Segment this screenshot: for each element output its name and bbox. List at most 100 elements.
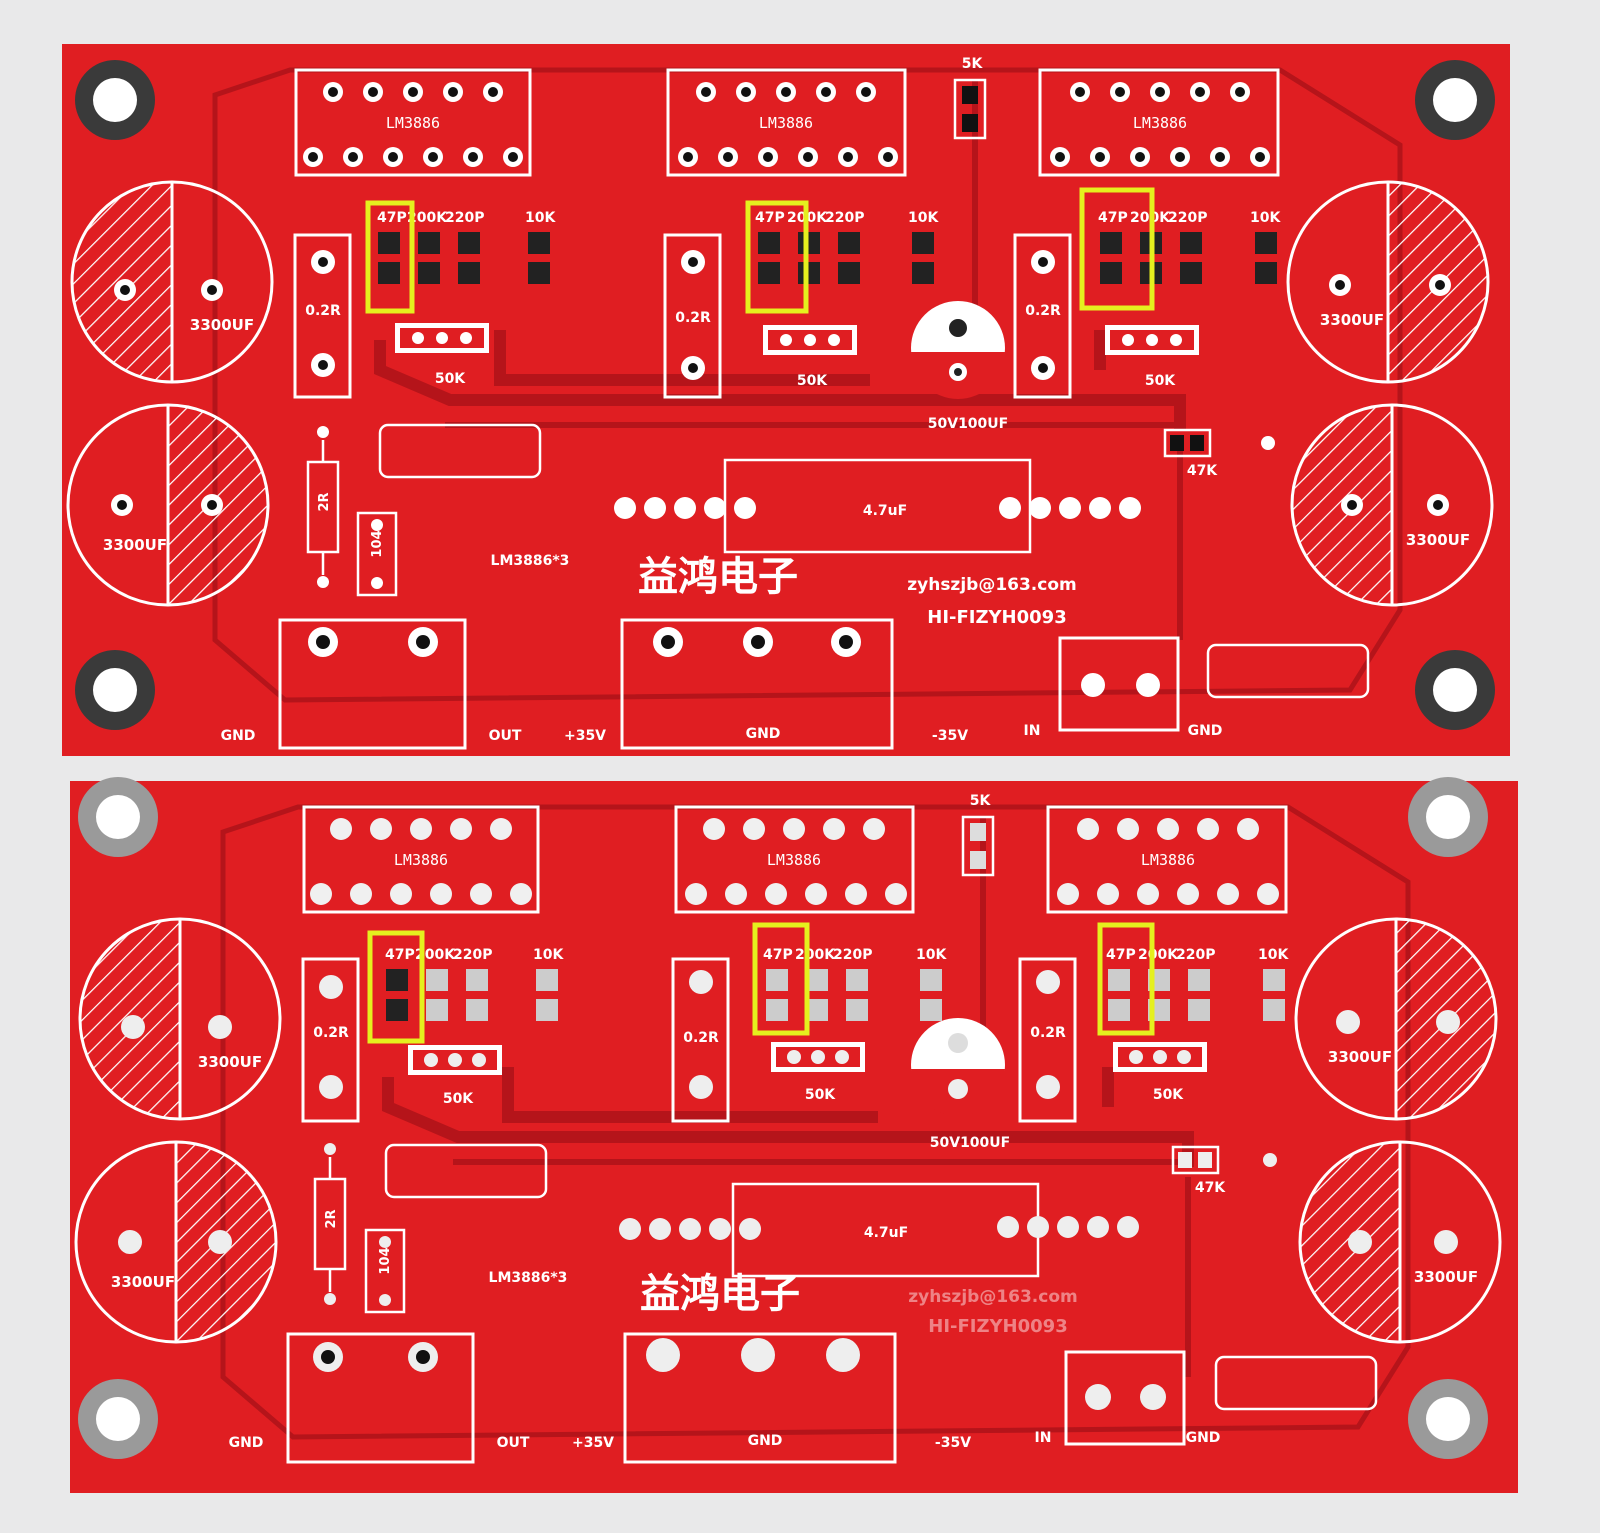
smd-label-220p: 220P	[1168, 210, 1207, 226]
smd-label-10k: 10K	[1250, 210, 1281, 226]
highlight-box	[1079, 187, 1155, 311]
power-trace	[374, 330, 1186, 430]
resistor-label: 0.2R	[1025, 303, 1061, 319]
cap-value: 3300UF	[111, 1273, 175, 1291]
center-capacitor: 50V100UF	[911, 301, 1008, 432]
highlight-box	[365, 200, 415, 314]
resistor-0.2r: 0.2R	[663, 233, 722, 399]
resistor-label: 0.2R	[1030, 1025, 1066, 1041]
pot-label: 50K	[1153, 1087, 1184, 1103]
resistor-label: 0.2R	[305, 303, 341, 319]
cap-value: 3300UF	[1328, 1048, 1392, 1066]
label-gnd: GND	[221, 728, 256, 744]
resistor-0.2r: 0.2R	[301, 957, 360, 1123]
smd-label-47p: 47P	[763, 947, 793, 963]
resistor-2r: 2R	[313, 1143, 347, 1305]
smd-label-47p: 47P	[755, 210, 785, 226]
film-cap-label: 4.7uF	[863, 503, 907, 519]
input-terminal	[1064, 1350, 1186, 1446]
mounting-hole	[1408, 1379, 1488, 1459]
smd-group: 47P 200K 220P 10K	[377, 210, 556, 284]
input-res-label: 47K	[1187, 463, 1218, 479]
smd-label-220p: 220P	[445, 210, 484, 226]
ground-trace	[212, 67, 1403, 703]
center-capacitor: 50V100UF	[911, 1018, 1010, 1151]
label-pos-supply: +35V	[564, 728, 606, 744]
cap-104-label: 104	[370, 530, 385, 557]
bulk-capacitor: 3300UF	[1294, 917, 1498, 1121]
center-cap-label: 50V100UF	[930, 1135, 1010, 1151]
smd-group: 47P 200K 220P 10K	[1098, 210, 1281, 284]
board-name: LM3886*3	[489, 1270, 568, 1286]
ic-label: LM3886	[1141, 851, 1195, 869]
mounting-hole	[1415, 650, 1495, 730]
ic-label: LM3886	[1133, 114, 1187, 132]
label-pos-supply: +35V	[572, 1435, 614, 1451]
smd-label-47p: 47P	[377, 210, 407, 226]
mounting-hole	[78, 1379, 158, 1459]
resistor-0.2r: 0.2R	[671, 957, 730, 1123]
mounting-hole	[1408, 777, 1488, 857]
pot-label: 50K	[797, 373, 828, 389]
label-gnd: GND	[748, 1433, 783, 1449]
mounting-hole	[75, 60, 155, 140]
smd-label-200k: 200K	[415, 947, 456, 963]
smd-label-10k: 10K	[525, 210, 556, 226]
ic-label: LM3886	[767, 851, 821, 869]
input-resistor: 47K	[1171, 1145, 1277, 1196]
resistor-0.2r: 0.2R	[293, 233, 352, 399]
cap-value: 3300UF	[1320, 311, 1384, 329]
silk-box	[1214, 1355, 1378, 1411]
label-gnd: GND	[229, 1435, 264, 1451]
smd-label-220p: 220P	[833, 947, 872, 963]
smd-label-47p: 47P	[1098, 210, 1128, 226]
smd-label-200k: 200K	[1138, 947, 1179, 963]
label-gnd: GND	[746, 726, 781, 742]
bulk-capacitor: 3300UF	[66, 403, 270, 607]
label-in: IN	[1035, 1430, 1052, 1446]
output-terminal	[278, 618, 467, 750]
film-cap-label: 4.7uF	[864, 1225, 908, 1241]
input-terminal	[1058, 636, 1180, 732]
brand-label: 益鸿电子	[638, 554, 798, 600]
trim-label: 5K	[962, 56, 984, 72]
smd-label-220p: 220P	[825, 210, 864, 226]
label-out: OUT	[497, 1435, 530, 1451]
smd-label-10k: 10K	[908, 210, 939, 226]
potentiometer: 50K	[408, 1045, 502, 1107]
email-label: zyhszjb@163.com	[907, 575, 1077, 595]
resistor-label: 0.2R	[313, 1025, 349, 1041]
highlight-box	[745, 200, 809, 314]
mounting-hole	[78, 777, 158, 857]
email-label: zyhszjb@163.com	[908, 1287, 1078, 1307]
resistor-0.2r: 0.2R	[1018, 957, 1077, 1123]
smd-label-10k: 10K	[916, 947, 947, 963]
ic-footprint: LM3886	[674, 805, 915, 914]
ic-label: LM3886	[759, 114, 813, 132]
output-terminal	[286, 1332, 475, 1464]
bulk-capacitor: 3300UF	[1286, 180, 1490, 384]
power-terminal	[620, 618, 894, 750]
label-in: IN	[1024, 723, 1041, 739]
highlight-box	[752, 922, 810, 1036]
trim-label: 5K	[970, 793, 992, 809]
bulk-capacitor: 3300UF	[1290, 403, 1494, 607]
pot-label: 50K	[443, 1091, 474, 1107]
mounting-hole	[1415, 60, 1495, 140]
resistor-label: 0.2R	[675, 310, 711, 326]
ic-label: LM3886	[394, 851, 448, 869]
bulk-capacitor: 3300UF	[1298, 1140, 1502, 1344]
smd-group: 47P 200K 220P 10K	[385, 947, 564, 1021]
label-gnd: GND	[1188, 723, 1223, 739]
label-neg-supply: -35V	[935, 1435, 971, 1451]
ic-footprint: LM3886	[302, 805, 540, 914]
potentiometer: 50K	[763, 325, 857, 389]
pcb-board-bottom: LM3886 LM3886 LM3886 5K 3300UF	[70, 777, 1518, 1493]
silk-box	[1206, 643, 1370, 699]
input-res-label: 47K	[1195, 1180, 1226, 1196]
pot-label: 50K	[1145, 373, 1176, 389]
ic-label: LM3886	[386, 114, 440, 132]
trim-resistor: 5K	[953, 56, 987, 140]
brand-label: 益鸿电子	[640, 1271, 800, 1317]
smd-label-47p: 47P	[385, 947, 415, 963]
